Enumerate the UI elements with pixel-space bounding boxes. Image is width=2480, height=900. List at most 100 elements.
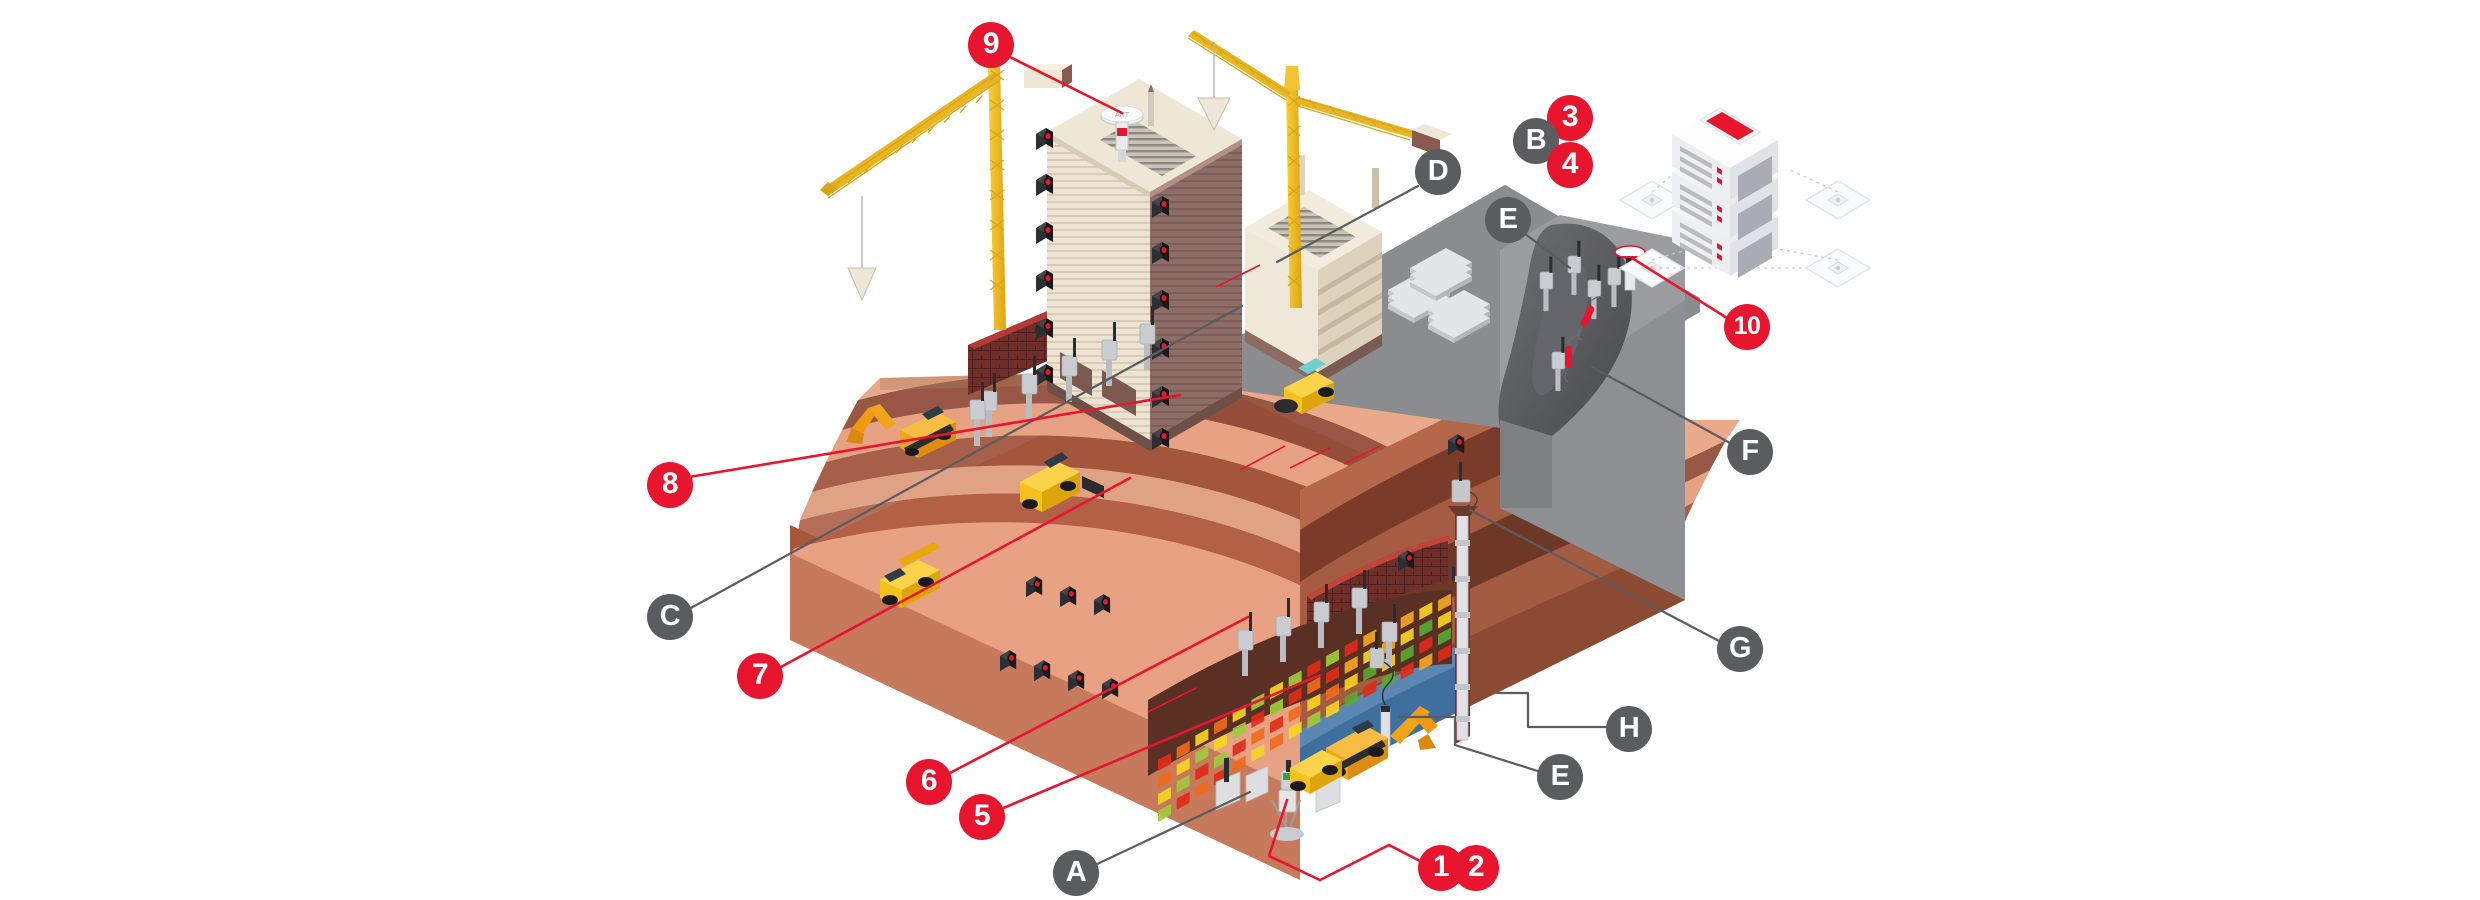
precast-slab bbox=[1428, 304, 1490, 343]
dump-truck-terrace bbox=[880, 542, 940, 608]
local-pointer-lines bbox=[1147, 264, 1381, 713]
marker-5-deformation-heatmap-wall[interactable]: 5 bbox=[959, 794, 1005, 840]
marker-4-server-stack[interactable]: 4 bbox=[1547, 142, 1593, 188]
marker-6-terrace-prism-array[interactable]: 6 bbox=[906, 759, 952, 805]
heatmap-cell bbox=[1344, 673, 1358, 692]
prism-target bbox=[1398, 550, 1415, 572]
marker-c-building-settlement-point[interactable]: C bbox=[647, 594, 693, 640]
marker-8-automated-total-station-prism[interactable]: 8 bbox=[647, 462, 693, 508]
marker-label: 3 bbox=[1561, 100, 1579, 133]
marker-10-slope-gnss-receiver[interactable]: 10 bbox=[1724, 304, 1770, 350]
heatmap-cell bbox=[1288, 670, 1302, 689]
high-rise-under-construction bbox=[1047, 79, 1242, 451]
marker-label: E bbox=[1498, 202, 1518, 235]
in-place-inclinometer bbox=[1448, 462, 1478, 744]
heatmap-cell bbox=[1400, 610, 1414, 629]
marker-f-rock-mass-crackmeter[interactable]: F bbox=[1727, 429, 1773, 475]
tower-crane-left bbox=[820, 40, 1072, 330]
heatmap-cell bbox=[1419, 636, 1433, 655]
heatmap-cell bbox=[1438, 627, 1451, 646]
heatmap-cell bbox=[1326, 683, 1339, 702]
marker-d-low-rise-building-tiltmeter[interactable]: D bbox=[1415, 149, 1461, 195]
heatmap-cell bbox=[1251, 743, 1265, 762]
heatmap-cell bbox=[1176, 740, 1190, 759]
heatmap-cell bbox=[1270, 698, 1283, 717]
excavator-upper-terrace bbox=[846, 404, 956, 458]
marker-h-inclinometer-casing-depth[interactable]: H bbox=[1606, 706, 1652, 752]
marker-label: 4 bbox=[1561, 147, 1579, 180]
heatmap-cell bbox=[1400, 644, 1414, 663]
marker-label: D bbox=[1427, 154, 1449, 187]
heatmap-cell bbox=[1344, 656, 1358, 675]
wireless-data-node bbox=[1567, 240, 1582, 296]
marker-2-total-station-tripod[interactable]: 2 bbox=[1453, 845, 1499, 891]
heatmap-cell bbox=[1158, 753, 1171, 771]
marker-label: B bbox=[1525, 123, 1547, 156]
wireless-data-node bbox=[1313, 584, 1330, 648]
crackmeter-upper bbox=[1577, 295, 1605, 341]
heatmap-cell bbox=[1288, 687, 1302, 706]
marker-label: 8 bbox=[661, 467, 679, 500]
wireless-data-node bbox=[1381, 604, 1398, 668]
heatmap-cell bbox=[1195, 762, 1209, 781]
crackmeter-lower bbox=[1564, 335, 1581, 383]
marker-3-server-stack[interactable]: 3 bbox=[1547, 95, 1593, 141]
marker-e-vibrating-wire-piezometer[interactable]: E bbox=[1537, 754, 1583, 800]
heatmap-cell bbox=[1363, 680, 1377, 699]
heatmap-cell bbox=[1363, 629, 1377, 648]
heatmap-cell bbox=[1158, 787, 1171, 805]
heatmap-cell bbox=[1214, 767, 1227, 786]
marker-label: 10 bbox=[1733, 311, 1761, 340]
prism-target bbox=[1068, 670, 1085, 692]
heatmap-cell bbox=[1326, 649, 1339, 668]
heatmap-cell bbox=[1251, 726, 1265, 745]
heatmap-cell bbox=[1158, 804, 1171, 822]
heatmap-cell bbox=[1195, 745, 1209, 764]
heatmap-cell bbox=[1438, 593, 1451, 612]
prism-target bbox=[1036, 174, 1053, 196]
heatmap-cell bbox=[1438, 644, 1451, 663]
marker-b-server-stack[interactable]: B bbox=[1513, 118, 1559, 164]
heatmap-cell bbox=[1176, 757, 1190, 776]
heatmap-cell bbox=[1400, 661, 1414, 680]
heatmap-cell bbox=[1307, 659, 1321, 678]
heatmap-cell bbox=[1419, 602, 1433, 621]
heatmap-cell bbox=[1307, 710, 1321, 729]
prism-target bbox=[1036, 128, 1053, 150]
heatmap-cell bbox=[1419, 653, 1433, 672]
heatmap-cell bbox=[1438, 610, 1451, 629]
marker-g-in-place-inclinometer[interactable]: G bbox=[1717, 626, 1763, 672]
road-roller bbox=[1274, 358, 1334, 414]
wireless-data-node bbox=[1275, 598, 1292, 662]
heatmap-cell bbox=[1195, 728, 1209, 747]
prism-target bbox=[1152, 428, 1169, 450]
heatmap-cell bbox=[1214, 733, 1227, 752]
heatmap-cell bbox=[1232, 755, 1246, 774]
leader-lines bbox=[687, 54, 1732, 882]
heatmap-cell bbox=[1232, 738, 1246, 757]
heatmap-cell bbox=[1270, 715, 1283, 734]
server-unit-top bbox=[1672, 106, 1778, 202]
marker-label: 6 bbox=[920, 764, 938, 797]
wireless-data-node bbox=[1237, 612, 1254, 676]
heatmap-cell bbox=[1270, 732, 1283, 751]
marker-7-retaining-wall-prism[interactable]: 7 bbox=[737, 653, 783, 699]
wireless-data-node bbox=[969, 382, 986, 446]
marker-label: 1 bbox=[1432, 850, 1450, 883]
wireless-data-node-array bbox=[969, 306, 1398, 676]
heatmap-cell bbox=[1400, 627, 1414, 646]
wireless-data-node bbox=[1607, 252, 1622, 308]
marker-label: 5 bbox=[973, 799, 991, 832]
wireless-data-node bbox=[1551, 336, 1566, 392]
heatmap-cell bbox=[1288, 704, 1302, 723]
low-rise-building bbox=[1245, 155, 1382, 384]
heatmap-cell bbox=[1176, 791, 1190, 810]
marker-9-gnss-antenna-rooftop[interactable]: 9 bbox=[968, 22, 1014, 68]
prism-target bbox=[1026, 576, 1043, 598]
prism-target bbox=[1034, 660, 1051, 682]
marker-e-rock-slope-extensometer[interactable]: E bbox=[1485, 197, 1531, 243]
marker-a-automated-total-station[interactable]: A bbox=[1053, 850, 1099, 896]
heatmap-cell bbox=[1326, 666, 1339, 685]
